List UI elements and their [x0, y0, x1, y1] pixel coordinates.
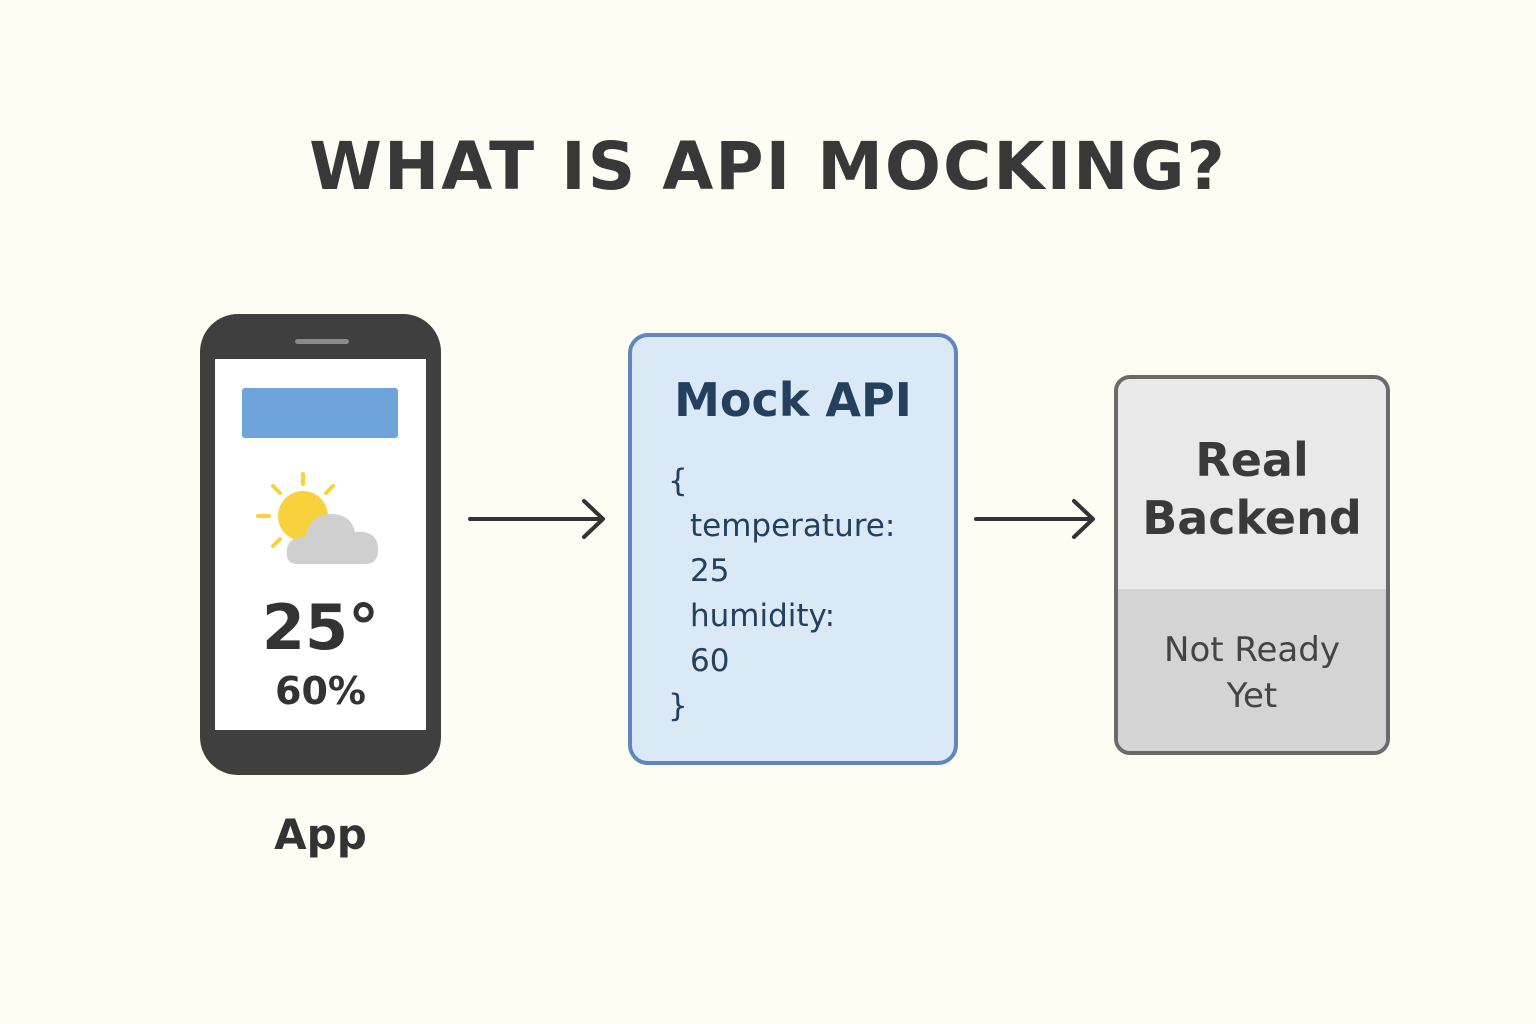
backend-title-section: Real Backend — [1118, 379, 1386, 589]
mock-response-code: { temperature: 25 humidity: 60 } — [668, 459, 895, 729]
app-header-bar — [242, 388, 398, 438]
diagram-title: WHAT IS API MOCKING? — [309, 128, 1227, 205]
phone-app: 25° 60% — [200, 314, 441, 775]
humidity-value: 60% — [275, 669, 366, 713]
backend-title-line1: Real — [1195, 433, 1309, 487]
app-label: App — [274, 810, 367, 859]
code-close-brace: } — [668, 688, 688, 724]
backend-title: Real Backend — [1118, 431, 1386, 547]
arrow-app-to-mock — [468, 499, 605, 539]
real-backend-box: Real Backend Not Ready Yet — [1114, 375, 1390, 755]
mock-api-title: Mock API — [674, 373, 912, 427]
phone-speaker — [295, 339, 349, 344]
backend-status-section: Not Ready Yet — [1118, 589, 1386, 751]
code-open-brace: { — [668, 463, 688, 499]
temperature-value: 25° — [261, 591, 380, 664]
phone-screen: 25° 60% — [215, 359, 426, 730]
backend-status: Not Ready Yet — [1118, 627, 1386, 719]
code-key-humidity: humidity: — [690, 598, 836, 634]
code-value-temperature: 25 — [690, 553, 730, 589]
arrow-mock-to-backend — [974, 499, 1095, 539]
mock-api-box: Mock API { temperature: 25 humidity: 60 … — [628, 333, 958, 765]
backend-status-line2: Yet — [1226, 676, 1278, 716]
partly-cloudy-icon — [256, 472, 379, 564]
backend-status-line1: Not Ready — [1164, 630, 1340, 670]
code-key-temperature: temperature: — [690, 508, 896, 544]
code-value-humidity: 60 — [690, 643, 730, 679]
backend-title-line2: Backend — [1142, 491, 1362, 545]
